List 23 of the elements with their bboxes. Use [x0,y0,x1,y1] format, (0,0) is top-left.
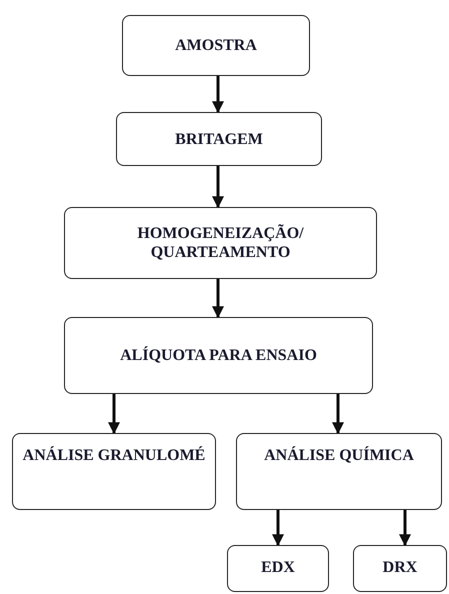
box-label: DRX [382,558,418,577]
arrow [108,394,120,434]
box-label: ANÁLISE QUÍMICA [264,446,414,465]
process-box [64,207,377,279]
process-box [64,317,373,394]
arrow [399,510,411,546]
box-label: HOMOGENEIZAÇÃO/ QUARTEAMENTO [136,224,305,262]
process-box [227,545,329,592]
arrow [212,279,224,318]
arrow [212,76,224,114]
box-label: ALÍQUOTA PARA ENSAIO [120,346,317,365]
arrow [212,166,224,208]
arrow [272,510,284,546]
box-label: ANÁLISE GRANULOMÉ [22,446,206,465]
box-label: BRITAGEM [175,130,263,148]
process-box [122,15,310,76]
process-box [353,545,447,592]
box-label: EDX [261,558,295,577]
process-box [236,433,442,510]
process-box [116,112,322,166]
box-label: AMOSTRA [175,36,257,55]
arrow [332,394,344,434]
process-box [12,433,216,510]
